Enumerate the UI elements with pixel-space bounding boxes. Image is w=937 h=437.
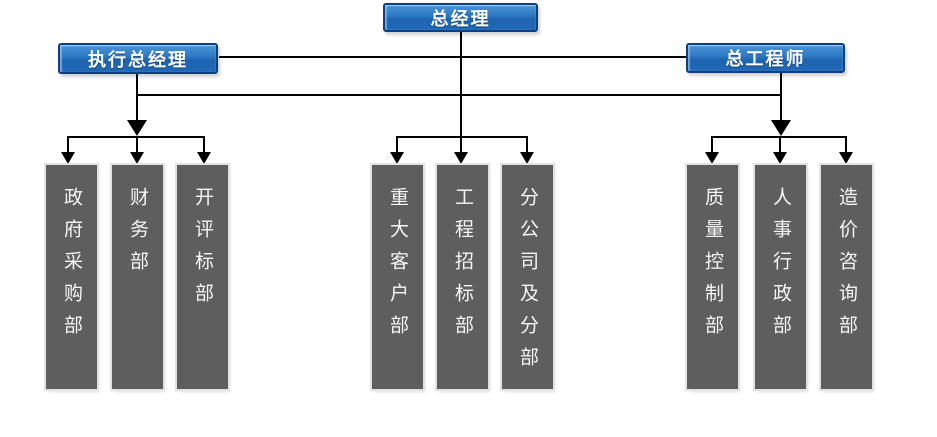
connector-drop [526,138,528,152]
connector-branch-right [711,136,847,138]
arrow-down-icon [197,152,211,164]
connector-drop [396,138,398,152]
connector-drop [711,138,713,152]
dept-label: 财务部 [127,187,148,283]
dept-label: 分公司及分部 [517,187,538,379]
arrow-down-icon [771,120,791,136]
arrow-down-icon [130,152,144,164]
arrow-down-icon [454,152,468,164]
dept-bid-opening-evaluation: 开评标部 [177,165,228,389]
node-executive-general-manager-label: 执行总经理 [88,49,188,70]
dept-engineering-bidding: 工程招标部 [437,165,488,389]
dept-label: 开评标部 [192,187,213,315]
connector-drop [845,138,847,152]
arrow-down-icon [773,152,787,164]
dept-label: 工程招标部 [452,187,473,347]
connector-drop [67,138,69,152]
node-chief-engineer: 总工程师 [686,43,845,73]
connector-branch-middle [396,136,528,138]
dept-label: 质量控制部 [702,187,723,347]
dept-finance: 财务部 [112,165,163,389]
connector-branch-left [67,136,205,138]
arrow-down-icon [61,152,75,164]
node-executive-general-manager: 执行总经理 [58,43,218,74]
arrow-down-icon [839,152,853,164]
dept-label: 重大客户部 [387,187,408,347]
arrow-down-icon [705,152,719,164]
dept-quality-control: 质量控制部 [687,165,738,389]
dept-label: 政府采购部 [61,187,82,347]
node-general-manager: 总经理 [383,3,538,32]
arrow-down-icon [127,120,147,136]
connector-lower-horizontal [136,94,782,96]
connector-drop [136,138,138,152]
dept-label: 人事行政部 [770,187,791,347]
node-general-manager-label: 总经理 [430,8,491,29]
connector-managers-horizontal [219,56,686,58]
dept-branch-companies: 分公司及分部 [502,165,553,389]
connector-root-vertical [460,32,462,152]
dept-hr-admin: 人事行政部 [755,165,806,389]
arrow-down-icon [520,152,534,164]
connector-exec-vertical [136,74,138,120]
node-chief-engineer-label: 总工程师 [725,49,806,69]
connector-drop [779,138,781,152]
arrow-down-icon [390,152,404,164]
dept-major-clients: 重大客户部 [372,165,423,389]
connector-drop [203,138,205,152]
dept-government-procurement: 政府采购部 [46,165,97,389]
connector-chief-vertical [780,73,782,120]
dept-label: 造价咨询部 [836,187,857,347]
dept-cost-consulting: 造价咨询部 [821,165,872,389]
